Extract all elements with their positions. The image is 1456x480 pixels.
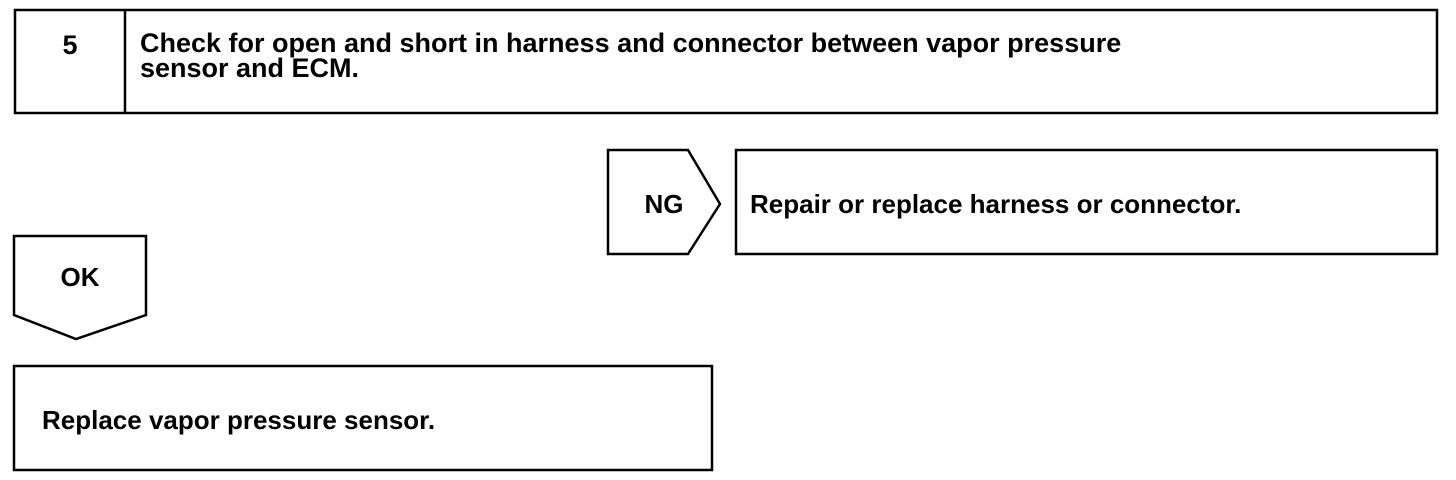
step-number: 5 <box>62 30 78 60</box>
ng-label: NG <box>644 189 684 219</box>
ok-action-text: Replace vapor pressure sensor. <box>42 405 436 435</box>
ok-arrow-tag <box>12 234 148 341</box>
ng-action-box <box>734 148 1439 256</box>
step-description-line-2: sensor and ECM. <box>140 53 360 83</box>
ng-arrow-tag <box>606 148 722 256</box>
ok-action-box <box>12 364 714 472</box>
step-box <box>13 8 1439 115</box>
ok-label: OK <box>60 262 100 292</box>
step-description: Check for open and short in harness and … <box>140 28 1122 83</box>
step-description-line-1: Check for open and short in harness and … <box>140 28 1122 58</box>
ng-action-text: Repair or replace harness or connector. <box>750 189 1242 219</box>
